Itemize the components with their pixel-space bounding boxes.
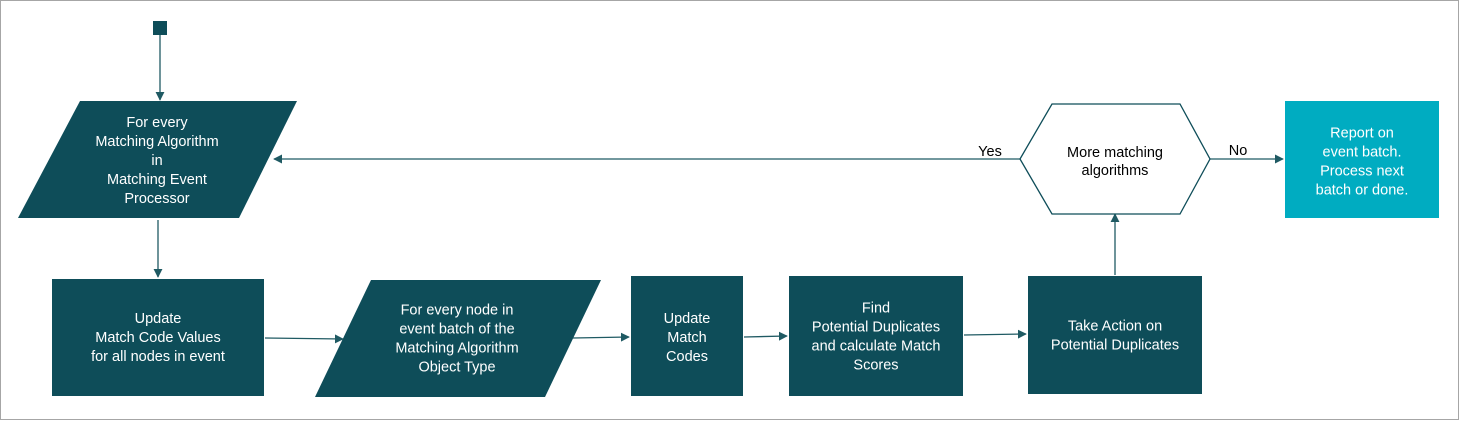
node-report-label: Report on event batch. Process next batch o… (1316, 126, 1409, 199)
node-label-line: Matching Algorithm (95, 134, 218, 150)
node-label-line: Report on (1330, 126, 1394, 142)
node-take-action-label: Take Action on Potential Duplicates (1051, 319, 1179, 354)
node-label-line: For every node in (401, 303, 514, 319)
node-label-line: Processor (124, 191, 189, 207)
edge-find-duplicates-to-take-action (963, 329, 1027, 339)
node-label-line: Scores (853, 358, 898, 374)
node-label-line: for all nodes in event (91, 349, 225, 365)
edge-update-codes-to-find-duplicates (743, 331, 788, 341)
node-label-line: event batch. (1323, 145, 1402, 161)
node-label-line: Match (667, 330, 707, 346)
edge-label-no: No (1229, 143, 1248, 159)
node-label-line: Potential Duplicates (812, 320, 940, 336)
node-label-line: batch or done. (1316, 183, 1409, 199)
node-label-line: Matching Algorithm (395, 341, 518, 357)
node-more-algorithms-shape (1019, 103, 1211, 215)
node-label-line: Matching Event (107, 172, 207, 188)
node-more-algorithms-decision: More matching algorithms (1019, 103, 1211, 215)
node-label-line: Update (664, 311, 711, 327)
start-marker (153, 21, 167, 35)
edge-label-yes: Yes (978, 144, 1002, 160)
node-report: Report on event batch. Process next batch o… (1285, 101, 1439, 218)
node-take-action-shape (1028, 276, 1202, 394)
edge-update-values-to-node-loop (264, 334, 344, 344)
node-update-match-codes-shape (631, 276, 743, 396)
node-more-algorithms-label: More matching algorithms (1067, 145, 1163, 179)
node-label-line: For every (126, 115, 188, 131)
node-label-line: algorithms (1082, 163, 1149, 179)
edges (153, 35, 1284, 344)
node-label-line: Take Action on (1068, 319, 1162, 335)
node-find-duplicates-shape (789, 276, 963, 396)
node-label-line: event batch of the (399, 322, 514, 338)
node-label-line: Potential Duplicates (1051, 338, 1179, 354)
node-label-line: Update (135, 311, 182, 327)
node-label-line: Process next (1320, 164, 1404, 180)
node-label-line: and calculate Match (812, 339, 941, 355)
node-label-line: in (151, 153, 162, 169)
node-report-shape (1285, 101, 1439, 218)
node-update-match-code-values-shape (52, 279, 264, 396)
edge-node-loop-to-update-codes (572, 332, 630, 342)
node-label-line: More matching (1067, 145, 1163, 161)
node-label-line: Codes (666, 349, 708, 365)
node-take-action: Take Action on Potential Duplicates (1028, 276, 1202, 394)
node-label-line: Find (862, 301, 890, 317)
node-label-line: Object Type (418, 360, 495, 376)
node-label-line: Match Code Values (95, 330, 220, 346)
node-for-every-algorithm-shape (18, 101, 297, 218)
node-for-every-node-shape (315, 280, 601, 397)
